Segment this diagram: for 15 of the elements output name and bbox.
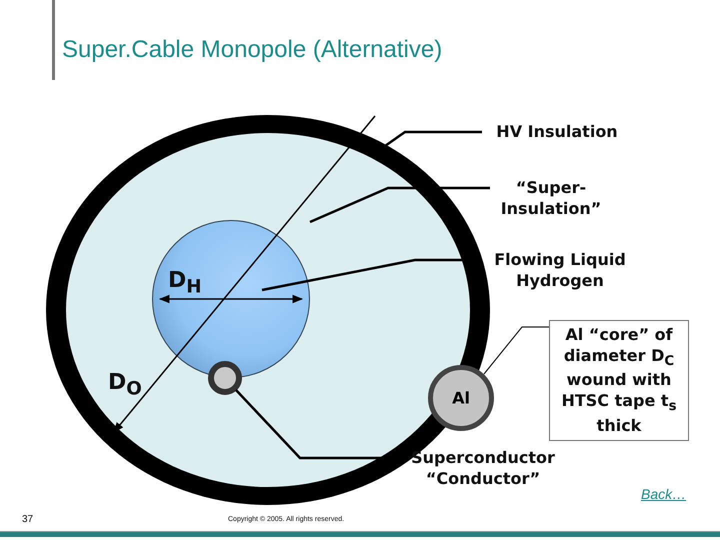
leader-line	[310, 186, 490, 224]
page-number: 37	[22, 514, 34, 525]
conductor-circle	[208, 361, 242, 395]
slide-title: Super.Cable Monopole (Alternative)	[62, 36, 442, 64]
callout-label: Flowing Liquid Hydrogen	[480, 250, 640, 292]
dimension-label: D$_{H}$	[168, 268, 202, 298]
dimension-label: D$_{O}$	[108, 370, 142, 400]
callout-box: Al “core” of diameter D$_{C}$ wound with HTSC tape t$_{s}$ thick	[549, 320, 689, 442]
callout-label: “Super- Insulation”	[488, 178, 614, 220]
leader-line	[484, 326, 550, 374]
callout-label: HV Insulation	[482, 122, 632, 143]
callout-label: Superconductor “Conductor”	[410, 448, 556, 490]
core-label: Al	[451, 388, 471, 408]
leader-line	[384, 130, 482, 148]
back-link: Back…	[641, 486, 686, 502]
